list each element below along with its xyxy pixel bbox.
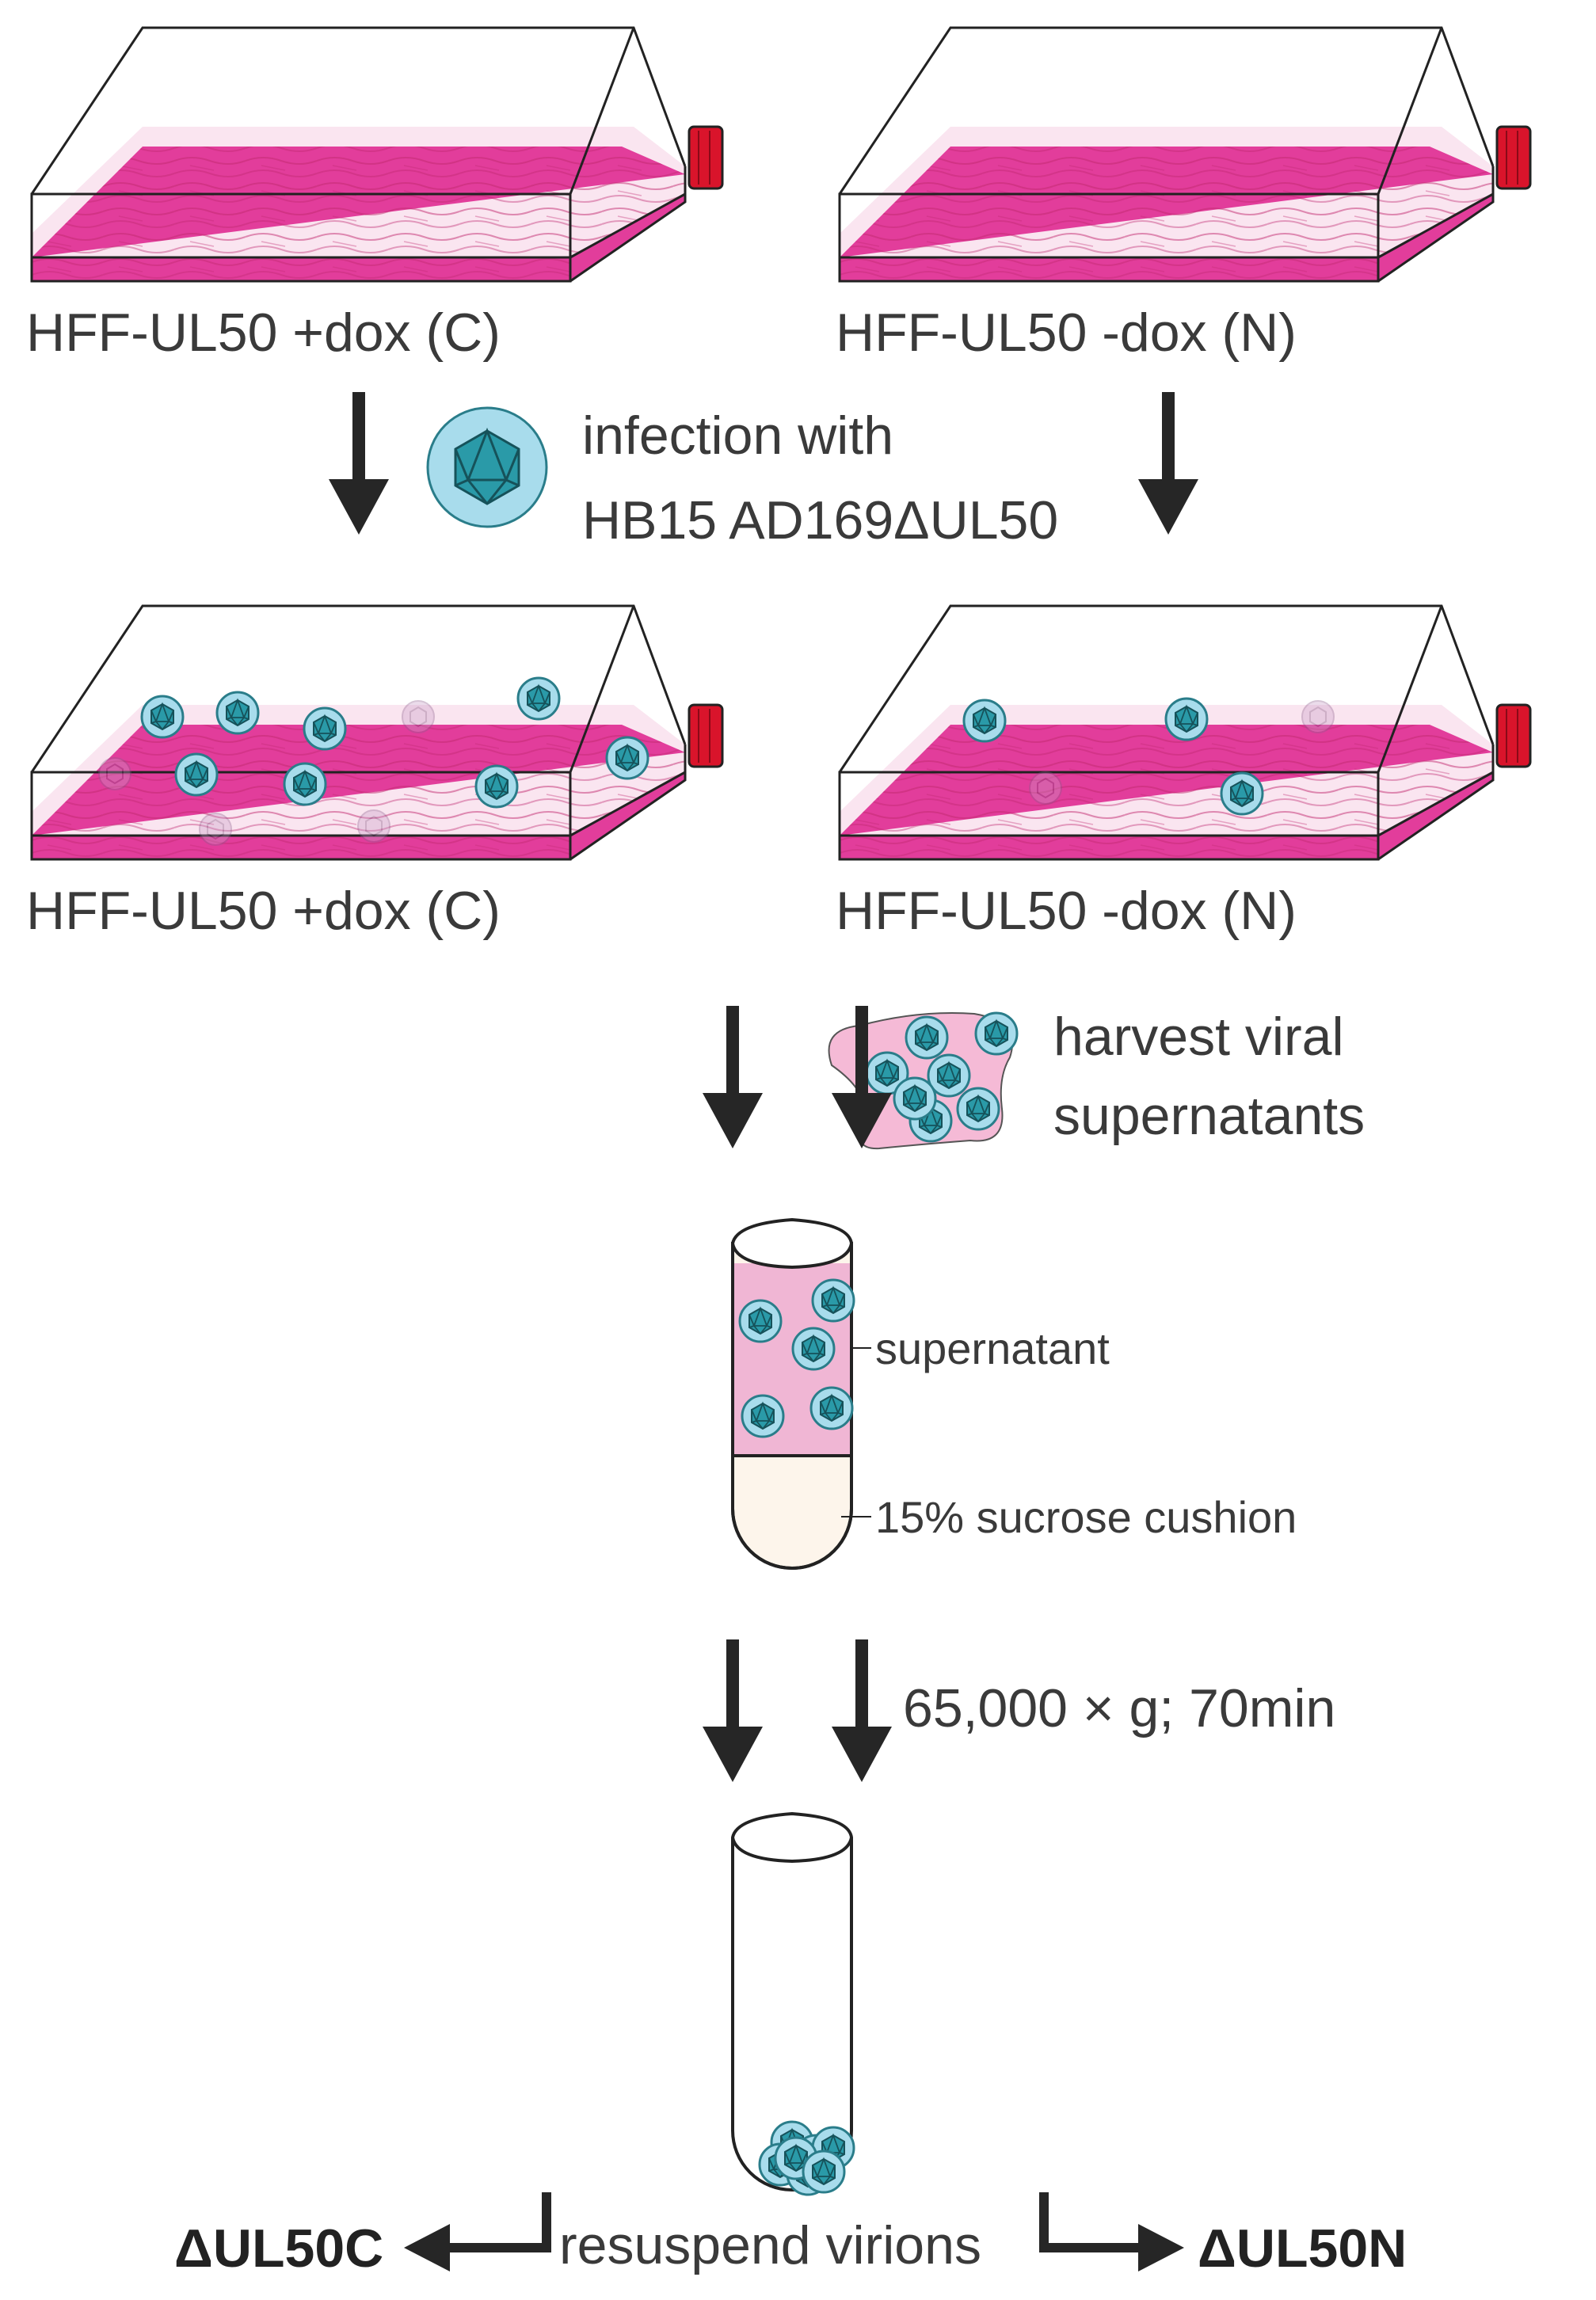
flask-top-right <box>838 26 1532 283</box>
flask-label-top-left: HFF-UL50 +dox (C) <box>26 303 501 363</box>
virion-pellet <box>758 2120 855 2196</box>
arrow-down-icon <box>703 1639 763 1782</box>
arrow-down-icon <box>703 1006 763 1148</box>
arrow-right-icon <box>1039 2192 1184 2271</box>
supernatant-label: supernatant <box>875 1323 1110 1373</box>
centrifuge-text: 65,000 × g; 70min <box>903 1678 1335 1738</box>
virus-icon <box>426 406 548 528</box>
cap-icon <box>1495 125 1532 190</box>
flask-label-mid-left: HFF-UL50 +dox (C) <box>26 881 501 941</box>
flask-label-mid-right: HFF-UL50 -dox (N) <box>836 881 1297 941</box>
arrow-down-icon <box>1138 392 1198 535</box>
flask-mid-left <box>30 604 724 861</box>
resuspend-text: resuspend virions <box>559 2215 981 2275</box>
result-label-n: ΔUL50N <box>1198 2218 1407 2279</box>
infection-text-line2: HB15 AD169ΔUL50 <box>582 490 1058 550</box>
result-label-c: ΔUL50C <box>174 2218 383 2279</box>
cap-icon <box>688 125 724 190</box>
sucrose-label: 15% sucrose cushion <box>875 1492 1297 1542</box>
cap-icon <box>1495 703 1532 768</box>
centrifuge-tube-pellet <box>730 1811 855 2196</box>
arrow-down-icon <box>832 1639 892 1782</box>
centrifuge-tube-supernatant <box>730 1217 871 1570</box>
flask-mid-right <box>838 604 1532 861</box>
infection-text-line1: infection with <box>582 406 893 466</box>
arrow-down-icon <box>329 392 389 535</box>
harvest-text-line1: harvest viral <box>1053 1007 1344 1067</box>
flask-label-top-right: HFF-UL50 -dox (N) <box>836 303 1297 363</box>
cap-icon <box>688 703 724 768</box>
arrow-left-icon <box>404 2192 551 2271</box>
flask-top-left <box>30 26 724 283</box>
harvest-text-line2: supernatants <box>1053 1086 1365 1146</box>
